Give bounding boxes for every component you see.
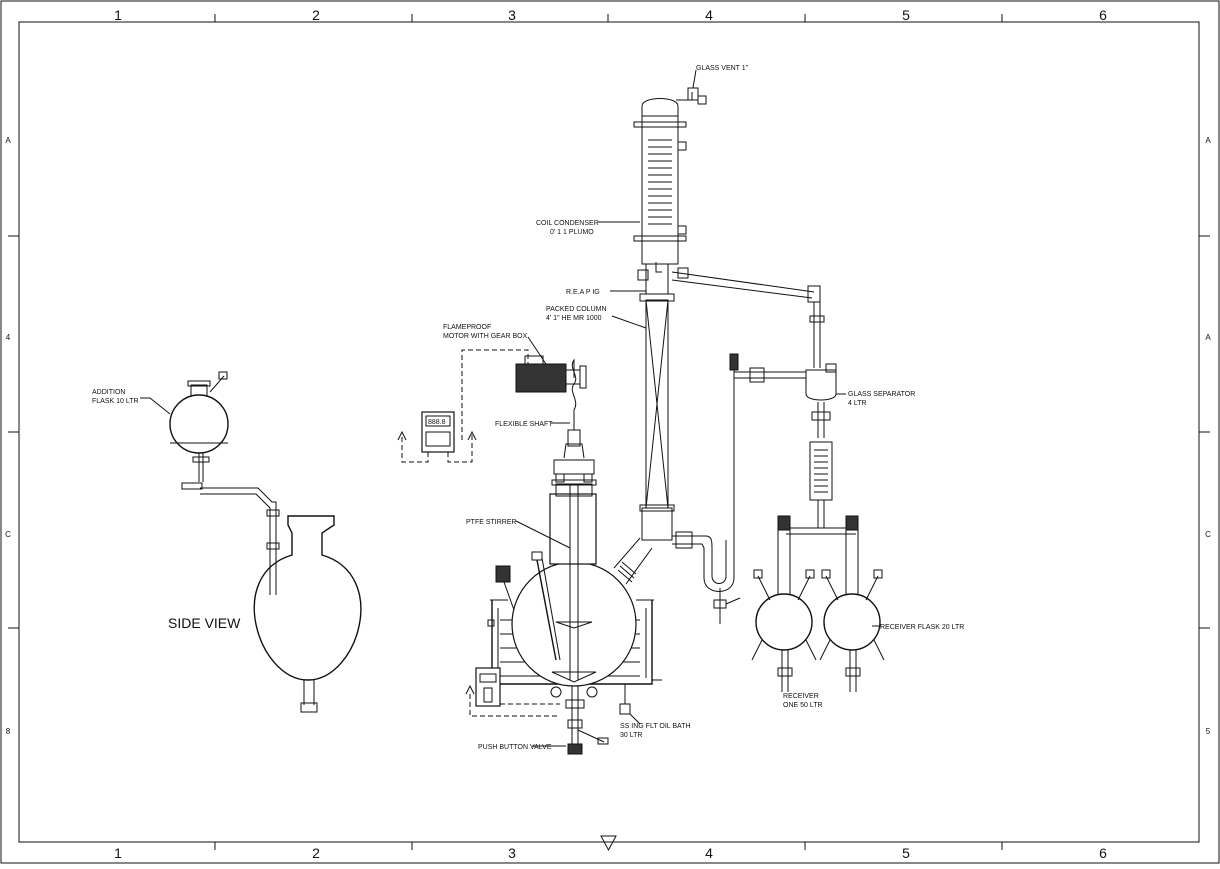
- leader-oil-bath: [629, 713, 641, 725]
- glass-vent-label: GLASS VENT 1": [696, 65, 749, 72]
- arrow-up-icon: [397, 430, 407, 441]
- leader-stirrer: [515, 520, 571, 549]
- side-view-vessel: [253, 515, 362, 713]
- motor-cable: [461, 349, 529, 440]
- zone-left-1: A: [5, 136, 11, 145]
- coil-condenser-label-2: 0' 1 1 PLUMO: [550, 229, 594, 236]
- motor-label-1: FLAMEPROOF: [443, 324, 491, 331]
- receiver-flask-label: RECEIVER FLASK 20 LTR: [880, 624, 964, 631]
- zone-left-4: 8: [6, 727, 11, 736]
- zone-bottom-4: 4: [705, 845, 713, 861]
- panel-power-right: [447, 434, 473, 463]
- motor-gearbox: [515, 355, 587, 393]
- arrow-up-icon: [467, 430, 477, 441]
- glass-separator: [734, 363, 846, 438]
- control-panel-display: 888.8: [428, 419, 446, 426]
- zone-right-4: 5: [1206, 727, 1211, 736]
- oil-bath-label-1: SS ING FLT OIL BATH: [620, 723, 691, 730]
- ptfe-stirrer-label: PTFE STIRRER: [466, 519, 517, 526]
- addition-flask-label-1: ADDITION: [92, 389, 125, 396]
- return-u-tube: [672, 353, 741, 624]
- zone-top-1: 1: [114, 7, 122, 23]
- reactor-vessel: [511, 479, 637, 698]
- zone-right-1: A: [1205, 136, 1211, 145]
- thermowell: [495, 565, 515, 611]
- stirrer-drive: [553, 410, 595, 483]
- zone-top-3: 3: [508, 7, 516, 23]
- glass-separator-label-2: 4 LTR: [848, 400, 867, 407]
- receiver-flask-right: [819, 515, 885, 692]
- inner-frame: [18, 21, 1200, 843]
- glass-vent: [676, 69, 707, 105]
- bath-controller: [465, 667, 560, 717]
- zone-left-2: 4: [6, 333, 11, 342]
- zone-left-3: C: [5, 530, 11, 539]
- coil-condenser: [633, 98, 687, 265]
- push-button-valve-label: PUSH BUTTON VALVE: [478, 744, 552, 751]
- side-view-title: SIDE VIEW: [168, 615, 241, 631]
- distillate-line: [671, 267, 825, 368]
- center-mark-icon: [600, 835, 617, 852]
- reflux-piece-label: R.E.A P IG: [566, 289, 600, 296]
- sub-cooler: [786, 441, 856, 535]
- zone-right-2: A: [1205, 333, 1211, 342]
- leader-motor: [527, 336, 547, 365]
- zone-top-5: 5: [902, 7, 910, 23]
- packed-column-label-1: PACKED COLUMN: [546, 306, 607, 313]
- addition-flask-label-2: FLASK 10 LTR: [92, 398, 139, 405]
- coil-condenser-label-1: COIL CONDENSER: [536, 220, 599, 227]
- vapor-neck: [613, 537, 653, 585]
- addition-transfer-line: [181, 482, 280, 595]
- addition-flask: [169, 371, 229, 482]
- zone-bottom-3: 3: [508, 845, 516, 861]
- packed-column: [639, 293, 675, 541]
- push-button-valve: [565, 686, 609, 755]
- zone-ticks: [8, 14, 1210, 850]
- receiver-bottom-label-1: RECEIVER: [783, 693, 819, 700]
- zone-bottom-5: 5: [902, 845, 910, 861]
- control-panel: 888.8: [421, 411, 455, 453]
- zone-top-4: 4: [705, 7, 713, 23]
- flexible-shaft: [571, 358, 577, 411]
- zone-bottom-2: 2: [312, 845, 320, 861]
- oil-bath-label-2: 30 LTR: [620, 732, 642, 739]
- reflux-piece: [637, 262, 669, 295]
- receiver-bottom-label-2: ONE 50 LTR: [783, 702, 823, 709]
- receiver-flask-left: [751, 515, 817, 692]
- leader-column: [611, 315, 647, 329]
- zone-top-6: 6: [1099, 7, 1107, 23]
- flexible-shaft-label: FLEXIBLE SHAFT: [495, 421, 553, 428]
- panel-power-left: [401, 434, 429, 463]
- zone-top-2: 2: [312, 7, 320, 23]
- leader-addition: [140, 397, 171, 415]
- zone-bottom-1: 1: [114, 845, 122, 861]
- packed-column-label-2: 4' 1" HE MR 1000: [546, 315, 602, 322]
- zone-bottom-6: 6: [1099, 845, 1107, 861]
- motor-label-2: MOTOR WITH GEAR BOX: [443, 333, 528, 340]
- glass-separator-label-1: GLASS SEPARATOR: [848, 391, 915, 398]
- zone-right-3: C: [1205, 530, 1211, 539]
